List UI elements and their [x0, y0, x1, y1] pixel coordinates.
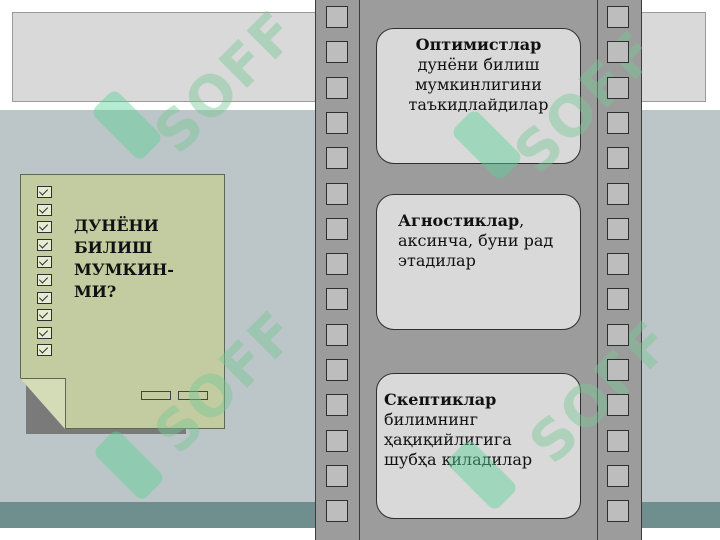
frame-heading: Агностиклар [398, 211, 520, 230]
note-title-line: ДУНЁНИ [74, 216, 159, 235]
frame-heading-line: Оптимистлар [377, 35, 580, 55]
film-frame-agnostics: Агностиклар, аксинча, буни рад этадилар [376, 194, 581, 330]
film-sprocket-hole [607, 323, 629, 346]
film-sprocket-hole [326, 359, 348, 381]
frame-body-line: мумкинлигини [415, 75, 542, 94]
film-sprocket-hole [607, 500, 629, 523]
film-sprocket-hole [326, 76, 348, 99]
frame-heading-line: Агностиклар, [398, 211, 553, 231]
checkbox-icon [37, 344, 52, 357]
film-sprocket-hole [326, 217, 348, 240]
film-rail-left [315, 0, 360, 540]
film-sprocket-hole [607, 288, 629, 311]
frame-body-line: этадилар [398, 251, 476, 270]
frame-heading: Оптимистлар [415, 35, 542, 54]
checkbox-icon [37, 273, 52, 286]
film-sprocket-hole [326, 41, 348, 64]
film-sprocket-hole [607, 429, 629, 452]
checkbox-icon [37, 186, 52, 198]
checkbox-icon [37, 309, 52, 322]
film-sprocket-hole [326, 323, 348, 346]
film-sprocket-hole [326, 429, 348, 452]
film-sprocket-hole [326, 147, 348, 170]
frame-heading: Скептиклар [384, 390, 497, 409]
checkbox-icon [37, 221, 52, 234]
film-sprocket-hole [607, 464, 629, 487]
film-sprocket-hole [326, 111, 348, 134]
film-sprocket-hole [326, 464, 348, 487]
film-sprocket-hole [607, 394, 629, 417]
note-button-right[interactable] [178, 391, 208, 400]
note-title: ДУНЁНИ БИЛИШ МУМКИН- МИ? [74, 215, 184, 303]
film-sprocket-hole [607, 111, 629, 134]
frame-body-line: таъкидлайдилар [408, 95, 549, 114]
checkbox-icon [37, 326, 52, 339]
film-sprocket-hole [326, 253, 348, 276]
film-sprocket-hole [607, 359, 629, 381]
note-title-line: МУМКИН- [74, 260, 174, 279]
film-sprocket-hole [326, 6, 348, 28]
film-sprocket-hole [607, 147, 629, 170]
film-frame-optimists: Оптимистлар дунёни билиш мумкинлигини та… [376, 28, 581, 164]
checkbox-list [37, 186, 52, 362]
frame-heading-line: Скептиклар [384, 390, 532, 410]
checkbox-icon [37, 256, 52, 269]
film-sprocket-hole [326, 500, 348, 523]
film-sprocket-hole [607, 217, 629, 240]
checkbox-icon [37, 203, 52, 216]
film-frame-skeptics: Скептиклар билимнинг ҳақиқийлигига шубҳа… [376, 373, 581, 519]
note-title-line: МИ? [74, 282, 117, 301]
film-sprocket-hole [326, 288, 348, 311]
frame-body-line: билимнинг [384, 410, 478, 429]
film-sprocket-hole [607, 6, 629, 28]
film-sprocket-hole [607, 182, 629, 205]
film-sprocket-hole [326, 182, 348, 205]
note-title-line: БИЛИШ [74, 238, 153, 257]
film-sprocket-hole [607, 76, 629, 99]
film-sprocket-hole [607, 253, 629, 276]
frame-body-line: ҳақиқийлигига [384, 430, 512, 449]
frame-text: Оптимистлар дунёни билиш мумкинлигини та… [377, 35, 580, 115]
frame-text: Агностиклар, аксинча, буни рад этадилар [398, 211, 553, 271]
frame-body-line: аксинча, буни рад [398, 231, 554, 250]
frame-text: Скептиклар билимнинг ҳақиқийлигига шубҳа… [384, 390, 532, 470]
frame-body-line: дунёни билиш [417, 55, 540, 74]
checkbox-icon [37, 291, 52, 304]
film-rail-right [597, 0, 642, 540]
film-sprocket-hole [607, 41, 629, 64]
note-button-left[interactable] [141, 391, 171, 400]
frame-body-line: шубҳа қиладилар [384, 450, 533, 469]
frame-heading-suffix: , [519, 211, 525, 230]
checkbox-icon [37, 238, 52, 251]
film-sprocket-hole [326, 394, 348, 417]
